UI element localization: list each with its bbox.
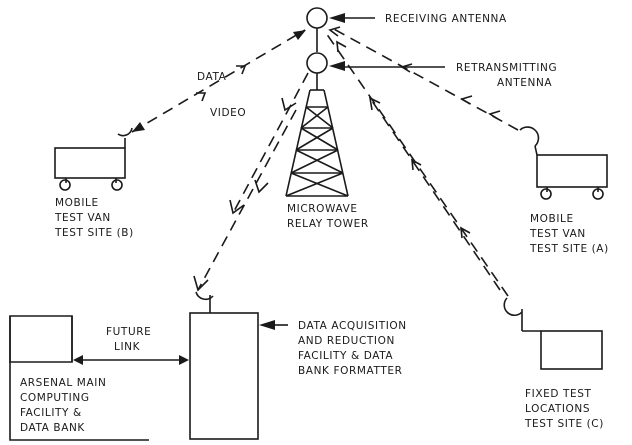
van-b-label-1: MOBILE: [55, 197, 99, 209]
data-acquisition-label-3: FACILITY & DATA: [298, 350, 393, 362]
arsenal-label-2: COMPUTING: [20, 392, 90, 404]
tower-to-van-arrows: [229, 97, 297, 215]
van-b-label-2: TEST VAN: [54, 212, 111, 224]
video-label: VIDEO: [210, 107, 246, 119]
site-c-dish-icon: [503, 297, 523, 317]
future-link: [73, 355, 189, 365]
tower-label-2: RELAY TOWER: [287, 218, 369, 230]
arsenal-facility-outline: [9, 316, 149, 441]
site-c-link-arrows: [336, 40, 471, 239]
facility-dish-icon: [195, 291, 214, 300]
site-c-link-2: [369, 97, 501, 291]
receiving-antenna-pointer: [329, 13, 375, 23]
data-acquisition-facility: [189, 291, 259, 440]
tower-lattice: [285, 89, 349, 197]
receiving-antenna-label: RECEIVING ANTENNA: [385, 13, 507, 25]
mobile-test-van-a: [519, 126, 608, 200]
van-a-label-1: MOBILE: [530, 213, 574, 225]
van-b-label-3: TEST SITE (B): [54, 227, 134, 239]
data-acquisition-label-1: DATA ACQUISITION: [298, 320, 407, 332]
future-link-label-1: FUTURE: [106, 326, 151, 338]
arsenal-facility: [9, 315, 73, 363]
retransmitting-antenna: [306, 52, 328, 74]
receiving-antenna: [306, 7, 328, 29]
van-a-label-2: TEST VAN: [529, 228, 586, 240]
data-label: DATA: [197, 71, 227, 83]
retransmitting-antenna-pointer: [329, 61, 445, 71]
van-b-dish-icon: [117, 127, 133, 137]
arsenal-label-3: FACILITY &: [20, 407, 82, 419]
microwave-relay-tower: [285, 7, 349, 197]
data-acquisition-label-4: BANK FORMATTER: [298, 365, 402, 377]
mobile-test-van-b: [54, 127, 133, 191]
retransmitting-antenna-label-2: ANTENNA: [497, 77, 552, 89]
arsenal-label-1: ARSENAL MAIN: [20, 377, 106, 389]
data-video-link-head-van: [132, 122, 145, 132]
fixed-test-site-c: [503, 297, 603, 370]
tower-to-facility-link: [197, 109, 297, 291]
fixed-test-label-3: TEST SITE (C): [524, 418, 604, 430]
future-link-label-2: LINK: [114, 341, 141, 353]
retransmitting-antenna-label: RETRANSMITTING: [456, 62, 557, 74]
van-a-dish-icon: [519, 126, 540, 147]
tower-to-van-link: [231, 72, 309, 216]
data-acquisition-label-2: AND REDUCTION: [298, 335, 395, 347]
arsenal-label-4: DATA BANK: [20, 422, 85, 434]
data-acquisition-pointer: [259, 320, 288, 330]
data-video-link-head-tower: [293, 30, 306, 40]
fixed-test-label-1: FIXED TEST: [525, 388, 592, 400]
data-video-link: [131, 29, 306, 133]
fixed-test-label-2: LOCATIONS: [525, 403, 590, 415]
van-a-label-3: TEST SITE (A): [529, 243, 609, 255]
data-video-mid-arrows: [196, 65, 247, 102]
tower-label-1: MICROWAVE: [287, 203, 358, 215]
tower-to-facility-arrows: [193, 179, 269, 292]
van-a-link-arrows: [328, 26, 501, 120]
